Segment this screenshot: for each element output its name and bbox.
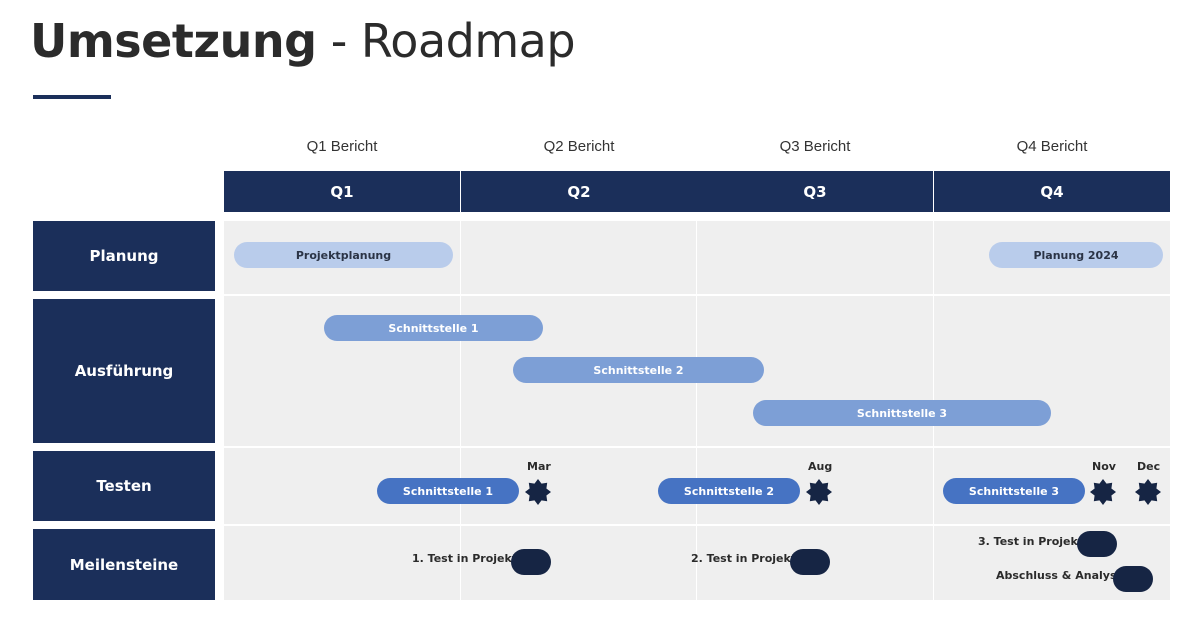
milestone-pill [511, 549, 551, 575]
star-marker-icon [1135, 479, 1161, 505]
month-dec: Dec [1137, 460, 1161, 473]
row-label-testen: Testen [33, 451, 215, 521]
bar-testen-schnittstelle-3: Schnittstelle 3 [943, 478, 1085, 504]
bar-testen-schnittstelle-1: Schnittstelle 1 [377, 478, 519, 504]
bar-ausfuehrung-schnittstelle-2: Schnittstelle 2 [513, 357, 764, 383]
row-bg-meilensteine [224, 526, 1170, 600]
q4-header: Q4 [934, 171, 1170, 212]
month-mar: Mar [527, 460, 551, 473]
bar-testen-schnittstelle-2: Schnittstelle 2 [658, 478, 800, 504]
milestone-label-3: 3. Test in Projekt [978, 535, 1084, 548]
milestone-pill [1077, 531, 1117, 557]
milestone-pill [1113, 566, 1153, 592]
divider-q1-q2 [460, 212, 461, 600]
bar-ausfuehrung-schnittstelle-1: Schnittstelle 1 [324, 315, 543, 341]
q1-header: Q1 [224, 171, 460, 212]
milestone-label-1: 1. Test in Projekt [412, 552, 518, 565]
title-light: - Roadmap [330, 14, 576, 68]
bar-planung-2024: Planung 2024 [989, 242, 1163, 268]
star-marker-icon [1090, 479, 1116, 505]
q1-report-label: Q1 Bericht [306, 138, 378, 155]
bar-projektplanung: Projektplanung [234, 242, 453, 268]
milestone-pill [790, 549, 830, 575]
q4-report-label: Q4 Bericht [1016, 138, 1088, 155]
q3-report-label: Q3 Bericht [779, 138, 851, 155]
milestone-label-2: 2. Test in Projekt [691, 552, 797, 565]
star-marker-icon [525, 479, 551, 505]
page-title: Umsetzung - Roadmap [30, 14, 576, 68]
row-label-planung: Planung [33, 221, 215, 291]
star-marker-icon [806, 479, 832, 505]
row-label-ausfuehrung: Ausführung [33, 299, 215, 443]
title-bold: Umsetzung [30, 14, 317, 68]
row-label-meilensteine: Meilensteine [33, 529, 215, 600]
month-aug: Aug [808, 460, 833, 473]
bar-ausfuehrung-schnittstelle-3: Schnittstelle 3 [753, 400, 1051, 426]
month-nov: Nov [1092, 460, 1116, 473]
q2-header: Q2 [461, 171, 697, 212]
title-underline [33, 95, 111, 99]
milestone-label-4: Abschluss & Analyse [996, 569, 1124, 582]
q2-report-label: Q2 Bericht [543, 138, 615, 155]
divider-q2-q3 [696, 212, 697, 600]
q3-header: Q3 [697, 171, 933, 212]
